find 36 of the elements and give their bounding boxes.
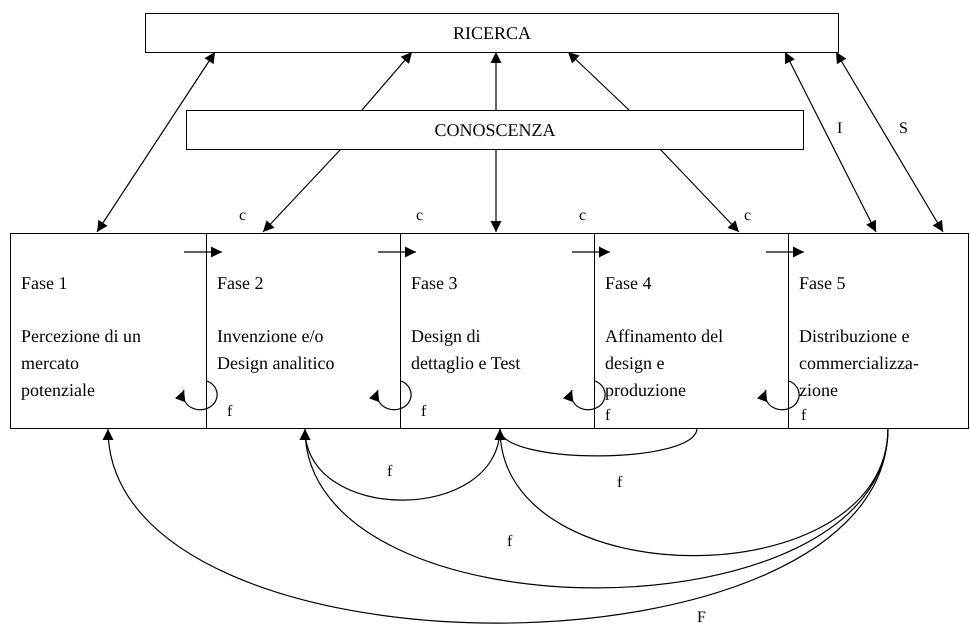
box-label: RICERCA bbox=[452, 22, 531, 44]
arrow bbox=[496, 428, 889, 556]
phase-title: Fase 4 bbox=[605, 272, 652, 295]
phase-box bbox=[788, 233, 969, 429]
box-label: CONOSCENZA bbox=[434, 118, 556, 142]
arrow bbox=[784, 52, 877, 232]
arrow bbox=[835, 52, 944, 232]
arrow bbox=[564, 380, 606, 410]
arrow bbox=[568, 52, 630, 110]
phase-title: Fase 3 bbox=[411, 272, 458, 295]
phase-box bbox=[10, 233, 207, 429]
arrow bbox=[184, 246, 222, 258]
phase-description: Invenzione e/o Design analitico bbox=[217, 325, 336, 375]
phase-title: Fase 5 bbox=[799, 272, 846, 295]
process-box bbox=[145, 13, 839, 53]
phase-description: Percezione di un mercato potenziale bbox=[21, 325, 142, 402]
arrow bbox=[660, 148, 740, 232]
arrow bbox=[176, 380, 218, 410]
arrow bbox=[262, 148, 342, 232]
arrow bbox=[572, 246, 610, 258]
process-box bbox=[186, 110, 804, 150]
phase-description: Design di dettaglio e Test bbox=[411, 325, 522, 375]
arrow bbox=[490, 149, 502, 232]
arrow bbox=[490, 52, 502, 110]
phase-title: Fase 2 bbox=[217, 272, 264, 295]
arrow bbox=[370, 380, 412, 410]
arrow bbox=[758, 380, 800, 410]
phase-description: Affinamento del design e produzione bbox=[605, 325, 724, 402]
arrow bbox=[378, 246, 416, 258]
arrow bbox=[105, 428, 889, 624]
arrow bbox=[96, 52, 216, 232]
arrow bbox=[302, 428, 889, 588]
arrow bbox=[766, 246, 804, 258]
phase-description: Distribuzione e commercializza- zione bbox=[799, 325, 920, 402]
arrow bbox=[362, 52, 412, 110]
phase-title: Fase 1 bbox=[21, 272, 68, 295]
